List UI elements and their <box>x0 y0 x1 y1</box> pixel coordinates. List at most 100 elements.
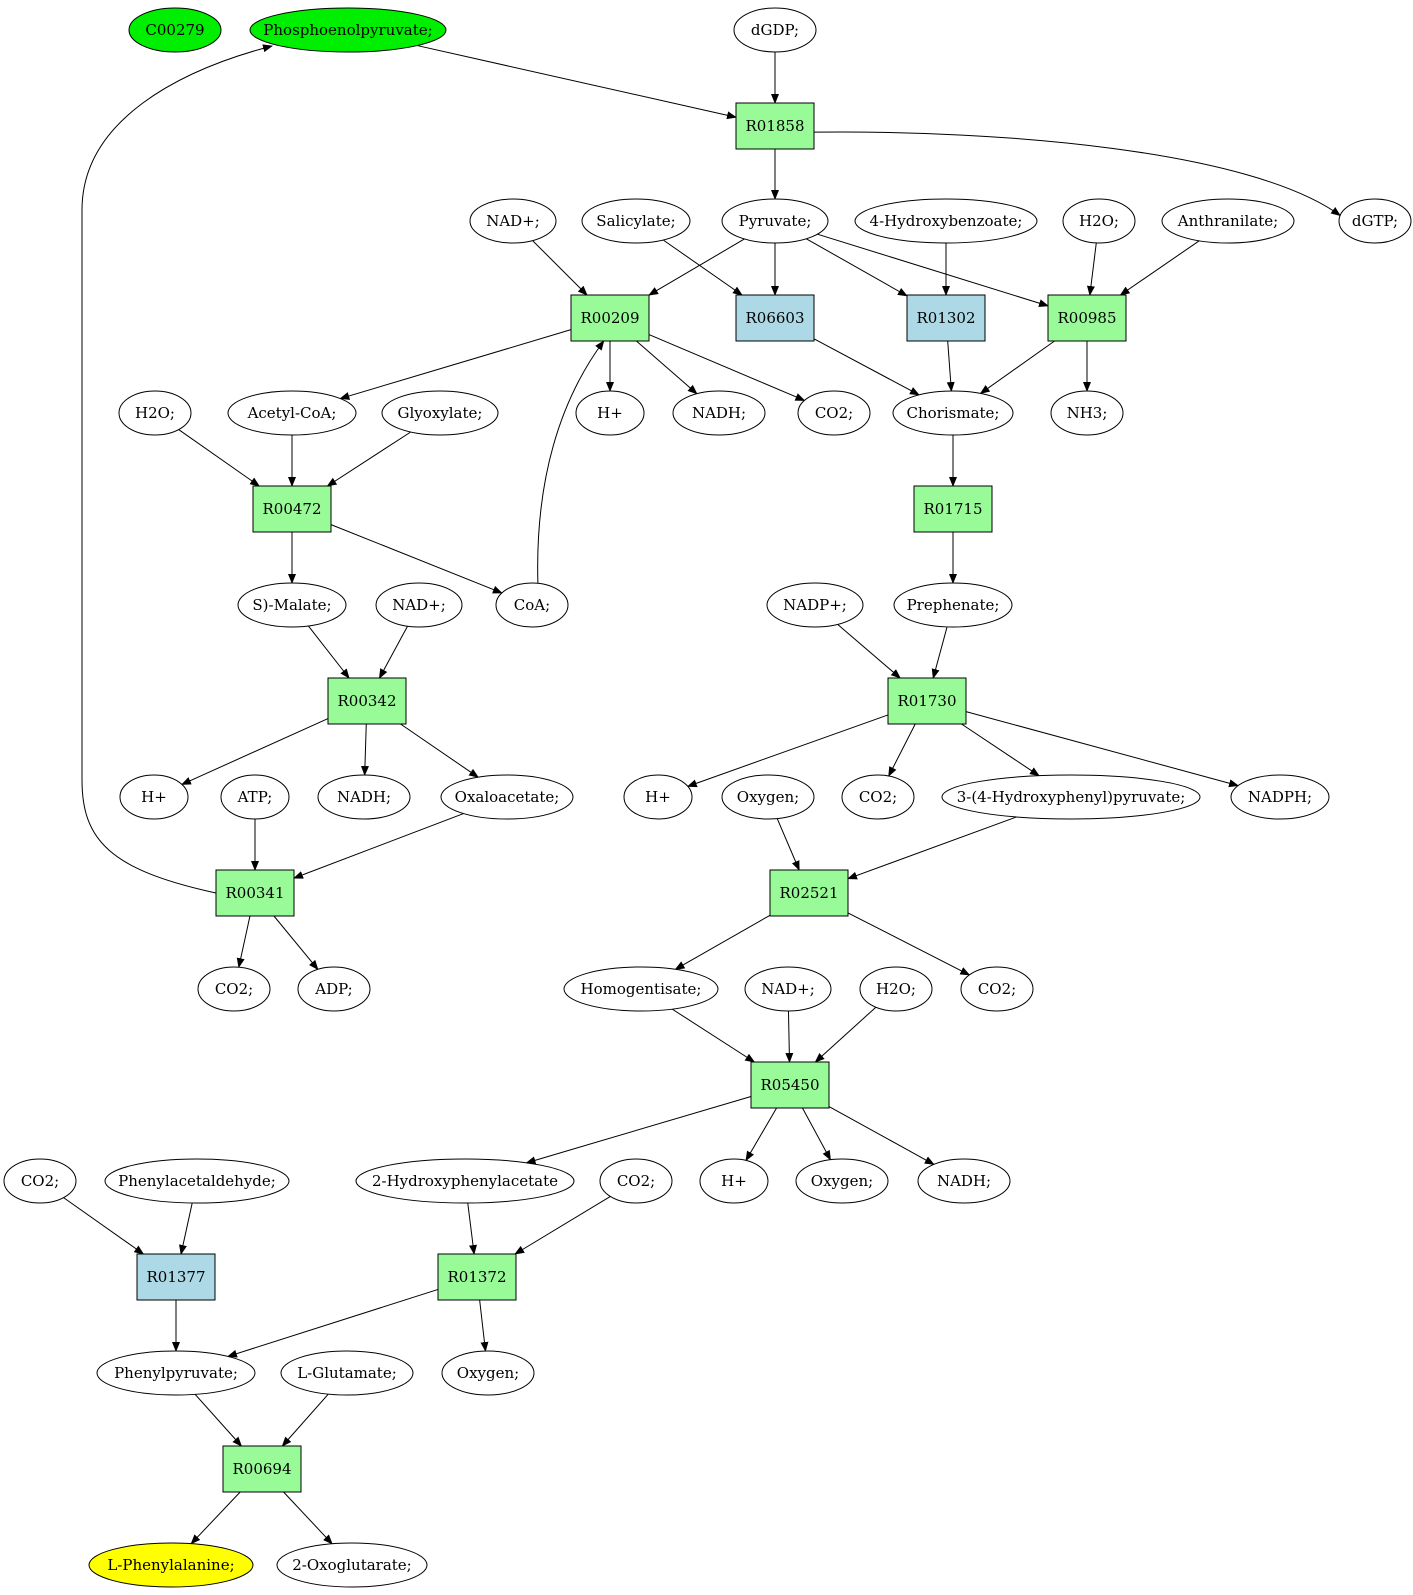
compound-ellipse <box>440 774 574 820</box>
node-label: H+ <box>597 404 623 422</box>
node-label: R01377 <box>146 1268 205 1286</box>
node-label: NAD+; <box>761 980 815 998</box>
compound-node: H2O; <box>118 390 192 436</box>
compound-node: Prephenate; <box>893 582 1013 628</box>
compound-node: 2-Hydroxyphenylacetate <box>355 1158 575 1204</box>
node-label: NAD+; <box>486 212 540 230</box>
compound-ellipse <box>355 1158 575 1204</box>
compound-ellipse <box>854 198 1038 244</box>
compound-ellipse <box>104 1158 290 1204</box>
compound-ellipse <box>563 966 719 1012</box>
node-label: Phenylacetaldehyde; <box>118 1172 276 1190</box>
compound-ellipse <box>220 774 290 820</box>
compound-node: L-Glutamate; <box>280 1350 414 1396</box>
edge-arrow <box>931 626 948 679</box>
compound-node: 3-(4-Hydroxyphenyl)pyruvate; <box>941 774 1201 820</box>
node-label: R05450 <box>760 1076 819 1094</box>
node-label: Oxygen; <box>737 788 799 806</box>
reaction-node: R02521 <box>769 869 849 917</box>
node-label: Oxygen; <box>811 1172 873 1190</box>
reaction-node: R00694 <box>222 1445 302 1493</box>
edge-arrow <box>776 818 800 871</box>
edge-layer <box>63 44 1341 1545</box>
node-label: R02521 <box>779 884 838 902</box>
compound-node: H2O; <box>1062 198 1136 244</box>
node-label: NH3; <box>1067 404 1108 422</box>
compound-node: L-Phenylalanine; <box>88 1542 254 1588</box>
edge-arrow <box>525 1096 752 1165</box>
edge-arrow <box>662 239 743 296</box>
compound-ellipse <box>859 966 933 1012</box>
edge-arrow <box>194 1394 243 1447</box>
reaction-node: R01730 <box>887 677 967 725</box>
compound-node: NAD+; <box>375 582 463 628</box>
reaction-box <box>913 485 993 533</box>
reaction-box <box>887 677 967 725</box>
edge-arrow <box>339 329 572 400</box>
edge-arrow <box>813 131 1341 217</box>
reaction-node: R01302 <box>906 294 986 342</box>
compound-node: ADP; <box>297 966 371 1012</box>
reaction-box <box>1047 294 1127 342</box>
node-label: CO2; <box>859 788 897 806</box>
edge-arrow <box>307 625 350 679</box>
compound-ellipse <box>575 390 645 436</box>
edge-arrow <box>888 723 916 777</box>
compound-ellipse <box>721 198 829 244</box>
compound-node: dGDP; <box>733 7 817 53</box>
node-label: CO2; <box>815 404 853 422</box>
node-label: 3-(4-Hydroxyphenyl)pyruvate; <box>957 788 1186 806</box>
node-label: dGTP; <box>1352 212 1398 230</box>
node-label: Homogentisate; <box>581 980 702 998</box>
edge-arrow <box>636 340 698 395</box>
compound-ellipse <box>797 390 871 436</box>
compound-ellipse <box>375 582 463 628</box>
node-label: S)-Malate; <box>252 596 331 614</box>
reaction-box <box>136 1253 216 1301</box>
edge-arrow <box>847 816 1017 880</box>
edge-arrow <box>837 624 901 679</box>
edge-arrow <box>532 240 588 296</box>
compound-ellipse <box>699 1158 769 1204</box>
node-label: NAD+; <box>392 596 446 614</box>
compound-node: Anthranilate; <box>1161 198 1295 244</box>
node-label: Phenylpyruvate; <box>114 1364 238 1382</box>
compound-node: NAD+; <box>744 966 832 1012</box>
node-label: H2O; <box>135 404 175 422</box>
edge-arrow <box>1119 240 1200 296</box>
compound-node: Acetyl-CoA; <box>227 390 357 436</box>
edge-arrow <box>326 431 411 487</box>
compound-ellipse <box>1230 774 1330 820</box>
edge-arrow <box>330 524 503 594</box>
edge-arrow <box>828 1106 935 1165</box>
compound-node: Homogentisate; <box>563 966 719 1012</box>
node-label: Anthranilate; <box>1177 212 1278 230</box>
node-label: R01858 <box>745 117 804 135</box>
edge-arrow <box>514 1196 611 1255</box>
edge-arrow <box>817 233 1049 308</box>
compound-ellipse <box>960 966 1034 1012</box>
reaction-node: R00985 <box>1047 294 1127 342</box>
node-label: L-Phenylalanine; <box>107 1556 234 1574</box>
node-label: NADH; <box>337 788 391 806</box>
edge-arrow <box>961 723 1040 777</box>
edge-arrow <box>281 1393 329 1447</box>
reaction-node: R06603 <box>735 294 815 342</box>
node-label: R00209 <box>580 309 639 327</box>
node-label: H2O; <box>1079 212 1119 230</box>
compound-node: H+ <box>575 390 645 436</box>
node-label: NADPH; <box>1248 788 1312 806</box>
compound-ellipse <box>721 774 815 820</box>
compound-node: NADH; <box>317 774 411 820</box>
node-label: CO2; <box>978 980 1016 998</box>
compound-ellipse <box>128 7 222 53</box>
node-label: R01715 <box>923 500 982 518</box>
edge-arrow <box>81 44 273 894</box>
reaction-box <box>222 1445 302 1493</box>
node-label: ATP; <box>237 788 273 806</box>
node-label: Salicylate; <box>596 212 675 230</box>
edge-arrow <box>686 714 889 788</box>
edge-arrow <box>178 429 260 487</box>
compound-node: Salicylate; <box>581 198 691 244</box>
